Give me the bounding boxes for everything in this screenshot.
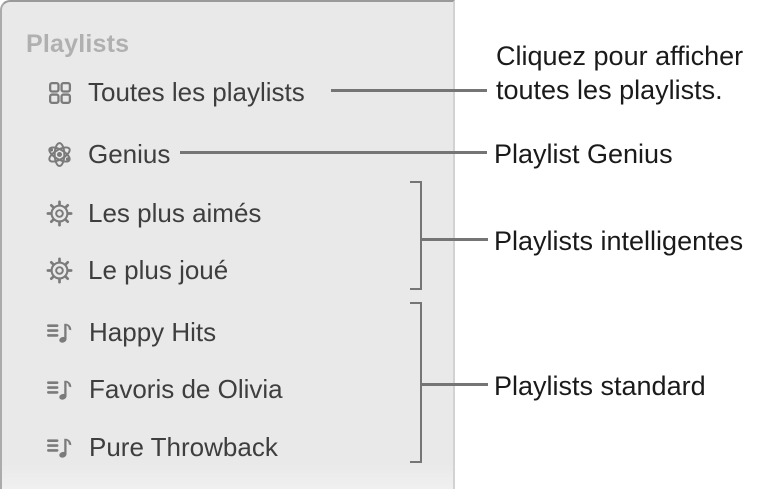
- note-list-icon: [46, 434, 74, 461]
- sidebar-item-genius[interactable]: Genius: [46, 138, 170, 170]
- sidebar-item-pure-throwback[interactable]: Pure Throwback: [46, 431, 278, 463]
- playlists-sidebar: Playlists Toutes les playlists: [0, 0, 455, 489]
- sidebar-item-toutes-les-playlists[interactable]: Toutes les playlists: [46, 76, 305, 108]
- sidebar-item-happy-hits[interactable]: Happy Hits: [46, 316, 216, 348]
- sidebar-item-label: Les plus aimés: [88, 197, 262, 228]
- sidebar-item-label: Genius: [88, 138, 171, 169]
- callout-text-playlists-standard: Playlists standard: [494, 371, 706, 401]
- callout-text-playlists-intelligentes: Playlists intelligentes: [494, 226, 744, 256]
- callout-line-genius: [180, 151, 487, 154]
- callout-line-smart-playlists: [420, 238, 488, 241]
- gear-icon: [46, 257, 73, 284]
- callout-text-playlist-genius: Playlist Genius: [494, 139, 673, 169]
- sidebar-section-title: Playlists: [26, 30, 130, 58]
- grid-icon: [46, 79, 73, 106]
- callout-bracket-smart-playlists: [410, 181, 422, 290]
- sidebar-item-favoris-de-olivia[interactable]: Favoris de Olivia: [46, 373, 283, 405]
- callout-bracket-standard-playlists: [410, 302, 422, 463]
- gear-icon: [46, 200, 73, 227]
- sidebar-item-label: Le plus joué: [88, 254, 229, 285]
- note-list-icon: [46, 376, 74, 403]
- atom-icon: [46, 141, 73, 168]
- callout-line-toutes-les-playlists: [331, 89, 487, 92]
- sidebar-item-label: Favoris de Olivia: [89, 373, 283, 404]
- sidebar-item-les-plus-aimes[interactable]: Les plus aimés: [46, 197, 261, 229]
- sidebar-item-label: Toutes les playlists: [88, 76, 305, 107]
- callout-text-toutes-les-playlists: Cliquez pour afficher toutes les playlis…: [496, 41, 744, 105]
- note-list-icon: [46, 319, 74, 346]
- callout-line-standard-playlists: [420, 383, 488, 386]
- sidebar-item-le-plus-joue[interactable]: Le plus joué: [46, 254, 228, 286]
- sidebar-item-label: Pure Throwback: [89, 431, 278, 462]
- sidebar-item-label: Happy Hits: [89, 316, 217, 347]
